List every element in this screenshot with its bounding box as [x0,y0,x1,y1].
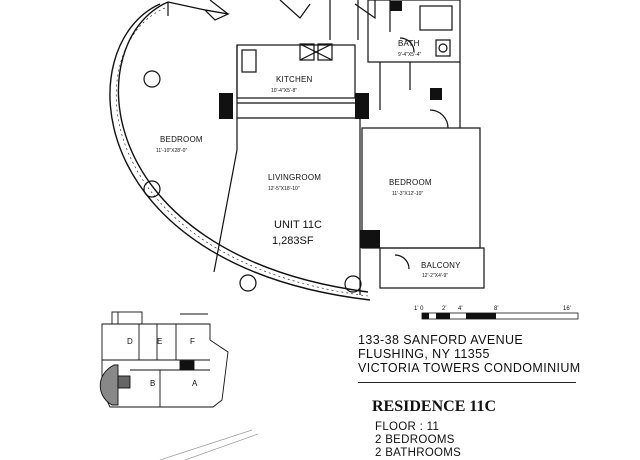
key-unit-b: B [150,379,155,388]
scale-label-2: 4' [458,306,462,312]
bedroom-left-label: BEDROOM [160,135,203,144]
unit-name: UNIT 11C [274,219,322,231]
scale-label-0: 1' 0 [414,306,424,312]
bedroom-right-dims: 11'-3"X12'-10" [392,191,423,197]
divider [358,382,576,383]
scale-label-1: 2' [442,306,446,312]
residence-facts: FLOOR : 11 2 BEDROOMS 2 BATHROOMS [375,421,461,460]
bedrooms-text: 2 BEDROOMS [375,434,455,446]
residence-title: RESIDENCE 11C [372,398,497,415]
kitchen-label: KITCHEN [276,75,313,84]
floor-text: FLOOR : 11 [375,421,440,433]
key-unit-d: D [127,337,133,346]
key-unit-a: A [192,379,198,388]
partial-drawing-lines [159,429,259,460]
key-unit-f: F [190,337,195,346]
bathrooms-text: 2 BATHROOMS [375,447,462,459]
scale-label-4: 16' [563,306,571,312]
livingroom-label: LIVINGROOM [268,173,321,182]
kitchen-dims: 10'-4"X5'-8" [271,88,297,94]
address-line-2: FLUSHING, NY 11355 [358,347,490,361]
curtain-wall-dashes [116,7,369,297]
livingroom-dims: 12'-5"X18'-10" [268,186,300,192]
scale-label-3: 8' [494,306,498,312]
address-block: 133-38 SANFORD AVENUE FLUSHING, NY 11355… [358,333,581,375]
plan-walls [109,0,485,301]
balcony-dims: 12'-2"X4'-9" [422,273,448,279]
bath-dims: 9'-4"X5'-4" [398,52,421,58]
bedroom-right-label: BEDROOM [389,178,432,187]
balcony-label: BALCONY [421,261,461,270]
bedroom-left-dims: 11'-10"X28'-0" [156,148,187,154]
unit-area: 1,283SF [272,235,314,247]
address-line-3: VICTORIA TOWERS CONDOMINIUM [358,361,581,375]
key-plan [99,311,229,408]
structural-columns [219,1,442,248]
address-line-1: 133-38 SANFORD AVENUE [358,333,524,347]
bath-label: BATH [398,39,420,48]
key-unit-e: E [157,337,162,346]
scale-bar: 1' 0 2' 4' 8' 16' [414,306,579,320]
